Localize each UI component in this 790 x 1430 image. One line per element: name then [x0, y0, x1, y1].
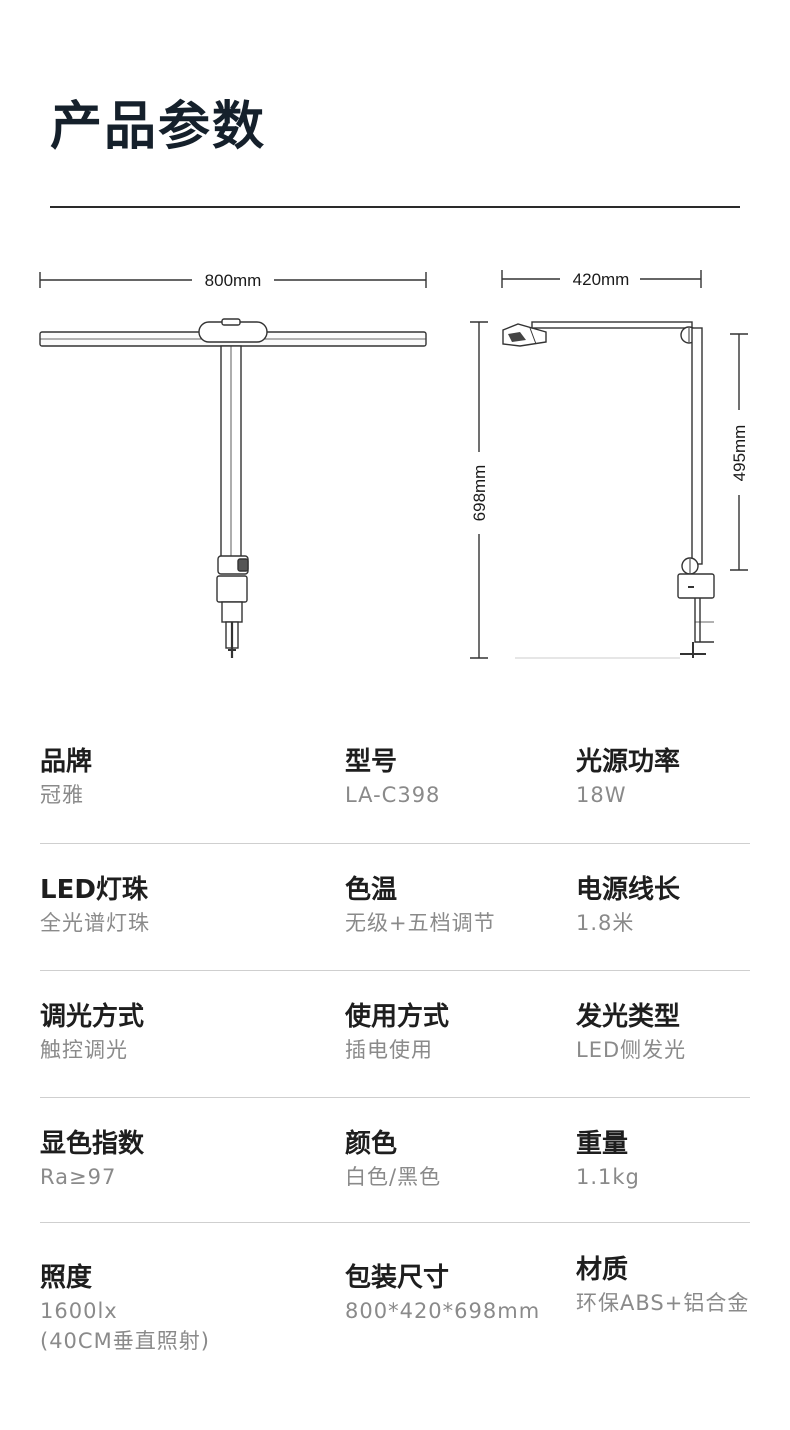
spec-value: 无级+五档调节	[345, 910, 496, 935]
spec-package-size: 包装尺寸 800*420*698mm	[345, 1262, 540, 1326]
spec-value: 触控调光	[40, 1037, 128, 1062]
spec-label: 包装尺寸	[345, 1263, 450, 1293]
spec-value: 白色/黑色	[345, 1164, 442, 1189]
row-divider	[40, 1222, 750, 1223]
spec-label: 光源功率	[576, 747, 681, 777]
spec-cord-length: 电源线长 1.8米	[576, 874, 680, 938]
row-divider	[40, 843, 750, 844]
spec-label: 型号	[345, 747, 398, 777]
spec-brand: 品牌 冠雅	[40, 746, 92, 810]
spec-value: 800*420*698mm	[345, 1298, 541, 1323]
spec-value: 插电使用	[345, 1037, 433, 1062]
spec-label: 使用方式	[345, 1002, 450, 1032]
spec-label: 显色指数	[40, 1129, 145, 1159]
front-view-drawing	[39, 272, 427, 658]
spec-power: 光源功率 18W	[576, 746, 680, 810]
spec-value: LA-C398	[345, 782, 441, 807]
spec-weight: 重量 1.1kg	[576, 1128, 640, 1192]
spec-value: 冠雅	[40, 782, 84, 807]
spec-label: 重量	[576, 1129, 629, 1159]
spec-value: LED侧发光	[576, 1037, 687, 1062]
page-title: 产品参数	[50, 97, 267, 157]
arm-height-dimension-label: 495mm	[730, 425, 749, 482]
spec-value: 1600lx	[40, 1298, 118, 1323]
spec-value: 1.8米	[576, 910, 635, 935]
spec-cri: 显色指数 Ra≥97	[40, 1128, 144, 1192]
spec-value: 1.1kg	[576, 1164, 640, 1189]
spec-dimming: 调光方式 触控调光	[40, 1001, 144, 1065]
spec-value: 环保ABS+铝合金	[576, 1290, 750, 1315]
row-divider	[40, 1097, 750, 1098]
spec-label: 电源线长	[576, 875, 681, 905]
side-view-drawing	[470, 270, 748, 659]
depth-dimension-label: 420mm	[573, 270, 630, 289]
dimension-diagram: 800mm	[39, 270, 749, 659]
spec-label: 色温	[345, 875, 398, 905]
height-dimension-label: 698mm	[470, 465, 489, 522]
spec-led: LED灯珠 全光谱灯珠	[40, 874, 150, 938]
spec-material: 材质 环保ABS+铝合金	[576, 1254, 749, 1318]
spec-label: 材质	[576, 1255, 629, 1285]
spec-value: Ra≥97	[40, 1164, 117, 1189]
spec-label: 品牌	[40, 747, 93, 777]
spec-value-note: (40CM垂直照射)	[40, 1329, 210, 1354]
spec-label: 调光方式	[40, 1002, 145, 1032]
spec-value: 18W	[576, 782, 627, 807]
spec-label: 发光类型	[576, 1002, 681, 1032]
spec-model: 型号 LA-C398	[345, 746, 440, 810]
spec-illuminance: 照度 1600lx (40CM垂直照射)	[40, 1262, 210, 1357]
spec-label: 颜色	[345, 1129, 398, 1159]
spec-usage: 使用方式 插电使用	[345, 1001, 449, 1065]
title-divider	[50, 206, 740, 208]
spec-light-type: 发光类型 LED侧发光	[576, 1001, 686, 1065]
spec-label: LED灯珠	[40, 875, 148, 905]
width-dimension-label: 800mm	[205, 271, 262, 290]
row-divider	[40, 970, 750, 971]
spec-value: 全光谱灯珠	[40, 910, 150, 935]
spec-color-temp: 色温 无级+五档调节	[345, 874, 496, 938]
spec-color: 颜色 白色/黑色	[345, 1128, 441, 1192]
spec-label: 照度	[40, 1263, 93, 1293]
